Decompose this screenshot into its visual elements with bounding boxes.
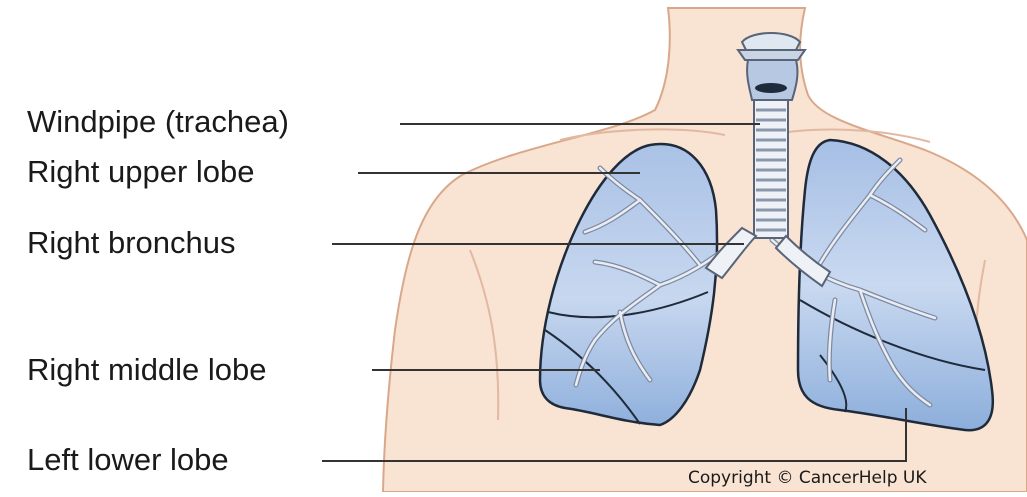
copyright-notice: Copyright © CancerHelp UK: [688, 470, 926, 487]
label-right-middle-lobe: Right middle lobe: [27, 354, 267, 385]
label-left-lower-lobe: Left lower lobe: [27, 444, 229, 475]
label-right-upper-lobe: Right upper lobe: [27, 156, 255, 187]
label-windpipe: Windpipe (trachea): [27, 106, 289, 137]
trachea: [754, 100, 788, 238]
label-right-bronchus: Right bronchus: [27, 227, 236, 258]
